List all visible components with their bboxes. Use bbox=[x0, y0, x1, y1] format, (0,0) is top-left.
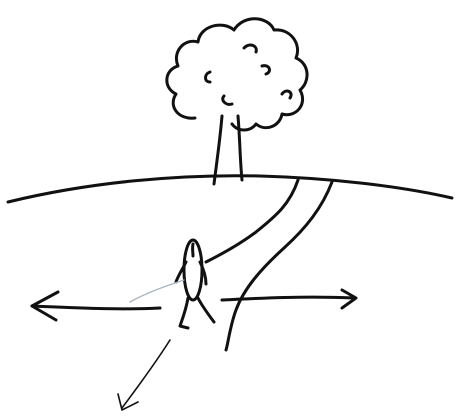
pointer-arrow-head bbox=[118, 394, 138, 410]
tree-trunk-left bbox=[214, 116, 222, 184]
tree bbox=[167, 19, 307, 184]
pointer-arrow bbox=[118, 340, 170, 410]
tree-canopy-inner-curl-3 bbox=[262, 66, 269, 74]
tree-canopy-inner-curl-2 bbox=[244, 45, 256, 52]
tree-canopy-inner-curl-4 bbox=[223, 96, 232, 104]
tree-canopy bbox=[167, 19, 307, 130]
tree-canopy-inner-curl-5 bbox=[282, 91, 291, 98]
person bbox=[130, 240, 214, 328]
horizon-line bbox=[8, 176, 452, 202]
person-leg-left bbox=[180, 298, 188, 328]
tree-canopy-inner-curl-1 bbox=[206, 72, 211, 82]
path bbox=[206, 180, 332, 350]
right-arrow bbox=[222, 290, 356, 308]
pointer-arrow-shaft bbox=[122, 340, 170, 408]
person-leg-right bbox=[198, 298, 214, 322]
tree-trunk-right bbox=[238, 116, 242, 180]
path-right-edge bbox=[226, 182, 332, 350]
right-arrow-shaft bbox=[222, 297, 354, 300]
left-arrow-shaft bbox=[32, 306, 160, 309]
person-faint-line bbox=[130, 280, 184, 302]
